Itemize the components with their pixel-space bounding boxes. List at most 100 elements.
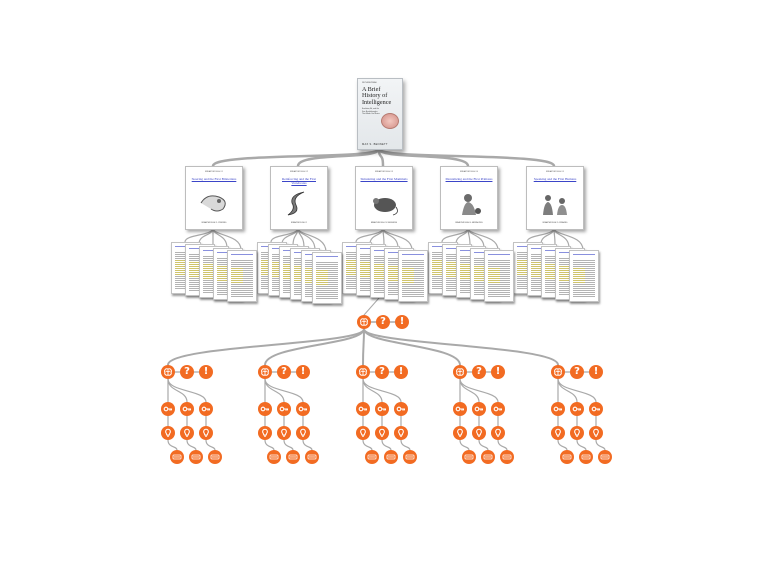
lightbulb-icon[interactable] [551, 426, 565, 440]
question-icon[interactable]: ? [376, 315, 390, 329]
chapter-title-link[interactable]: Speaking and the First Humans [533, 177, 577, 181]
key-icon[interactable] [491, 402, 505, 416]
ellipsis-icon[interactable] [403, 450, 417, 464]
key-icon[interactable] [570, 402, 584, 416]
lightbulb-icon[interactable] [394, 426, 408, 440]
key-icon[interactable] [551, 402, 565, 416]
ellipsis-icon[interactable] [598, 450, 612, 464]
key-icon[interactable] [356, 402, 370, 416]
lightbulb-icon[interactable] [161, 426, 175, 440]
lightbulb-icon[interactable] [199, 426, 213, 440]
exclamation-icon[interactable]: ! [491, 365, 505, 379]
key-icon[interactable] [453, 402, 467, 416]
branch-to-key-line [557, 378, 597, 403]
brain-icon[interactable] [453, 365, 467, 379]
key-icon[interactable] [472, 402, 486, 416]
question-icon[interactable]: ? [375, 365, 389, 379]
question-icon[interactable]: ? [277, 365, 291, 379]
ellipsis-icon[interactable] [384, 450, 398, 464]
book-page [398, 250, 428, 302]
lightbulb-icon[interactable] [453, 426, 467, 440]
exclamation-icon[interactable]: ! [394, 365, 408, 379]
key-icon[interactable] [375, 402, 389, 416]
bulb-to-dots-line [557, 439, 568, 451]
bulb-to-dots-line [167, 439, 178, 451]
ellipsis-icon[interactable] [170, 450, 184, 464]
chapter-caption: BREAKTHROUGH #3: SIMULATING [370, 223, 398, 224]
question-icon-glyph: ? [281, 366, 287, 377]
chapter-title-link[interactable]: Reinforcing and the First Vertebrates [282, 177, 316, 185]
chapter-label: BREAKTHROUGH #3 [375, 171, 393, 173]
trunk-line [363, 328, 559, 366]
key-icon[interactable] [161, 402, 175, 416]
lightbulb-icon[interactable] [180, 426, 194, 440]
chapter-caption: BREAKTHROUGH #4: MENTALIZING [455, 223, 483, 224]
chapter-caption: BREAKTHROUGH #5: SPEAKING [542, 223, 568, 224]
monkey-illustration [452, 189, 486, 222]
chapter-title-link[interactable]: Mentalizing and the First Primates [445, 177, 493, 181]
ellipsis-icon[interactable] [365, 450, 379, 464]
lightbulb-icon[interactable] [258, 426, 272, 440]
key-icon[interactable] [199, 402, 213, 416]
pages-to-icons-line [363, 297, 380, 316]
bulb-to-dots-line [576, 439, 587, 451]
exclamation-icon[interactable]: ! [395, 315, 409, 329]
key-icon[interactable] [589, 402, 603, 416]
lightbulb-icon[interactable] [375, 426, 389, 440]
lightbulb-icon[interactable] [277, 426, 291, 440]
lightbulb-icon[interactable] [472, 426, 486, 440]
exclamation-icon[interactable]: ! [589, 365, 603, 379]
exclamation-icon[interactable]: ! [296, 365, 310, 379]
chapter-to-page-line [441, 227, 469, 243]
lightbulb-icon[interactable] [491, 426, 505, 440]
ellipsis-icon[interactable] [500, 450, 514, 464]
brain-icon[interactable] [357, 315, 371, 329]
book-top-text: RETHINK/READ [362, 82, 377, 84]
key-icon[interactable] [277, 402, 291, 416]
book-page [312, 252, 342, 304]
question-icon[interactable]: ? [472, 365, 486, 379]
chapter-to-page-line [355, 227, 384, 243]
lightbulb-icon[interactable] [589, 426, 603, 440]
bulb-to-dots-line [205, 439, 216, 451]
bulb-to-dots-line [264, 439, 275, 451]
key-icon[interactable] [296, 402, 310, 416]
key-icon[interactable] [258, 402, 272, 416]
chapter-title-link[interactable]: Simulating and the First Mammals [360, 177, 408, 181]
exclamation-icon[interactable]: ! [199, 365, 213, 379]
question-icon[interactable]: ? [570, 365, 584, 379]
ellipsis-icon[interactable] [462, 450, 476, 464]
trunk-line [363, 328, 461, 366]
ellipsis-icon[interactable] [189, 450, 203, 464]
branch-to-key-line [362, 378, 402, 403]
ellipsis-icon[interactable] [208, 450, 222, 464]
bulb-to-dots-line [478, 439, 489, 451]
lightbulb-icon[interactable] [570, 426, 584, 440]
branch-to-key-line [167, 378, 207, 403]
key-icon[interactable] [394, 402, 408, 416]
ellipsis-icon[interactable] [286, 450, 300, 464]
chapter-title-link[interactable]: Steering and the First Bilaterians [191, 177, 237, 181]
lightbulb-icon[interactable] [356, 426, 370, 440]
ellipsis-icon[interactable] [560, 450, 574, 464]
brain-icon[interactable] [356, 365, 370, 379]
ellipsis-icon[interactable] [579, 450, 593, 464]
ellipsis-icon[interactable] [267, 450, 281, 464]
ellipsis-icon[interactable] [481, 450, 495, 464]
trunk-line [167, 328, 365, 366]
key-icon[interactable] [180, 402, 194, 416]
brain-icon[interactable] [161, 365, 175, 379]
worm-illustration [197, 189, 231, 222]
branch-to-key-line [459, 378, 499, 403]
book-to-chapter-line [377, 147, 470, 168]
brain-icon[interactable] [258, 365, 272, 379]
brain-icon[interactable] [551, 365, 565, 379]
ellipsis-icon[interactable] [305, 450, 319, 464]
lightbulb-icon[interactable] [296, 426, 310, 440]
chapter-to-page-line [184, 227, 214, 243]
question-icon-glyph: ? [574, 366, 580, 377]
question-icon[interactable]: ? [180, 365, 194, 379]
